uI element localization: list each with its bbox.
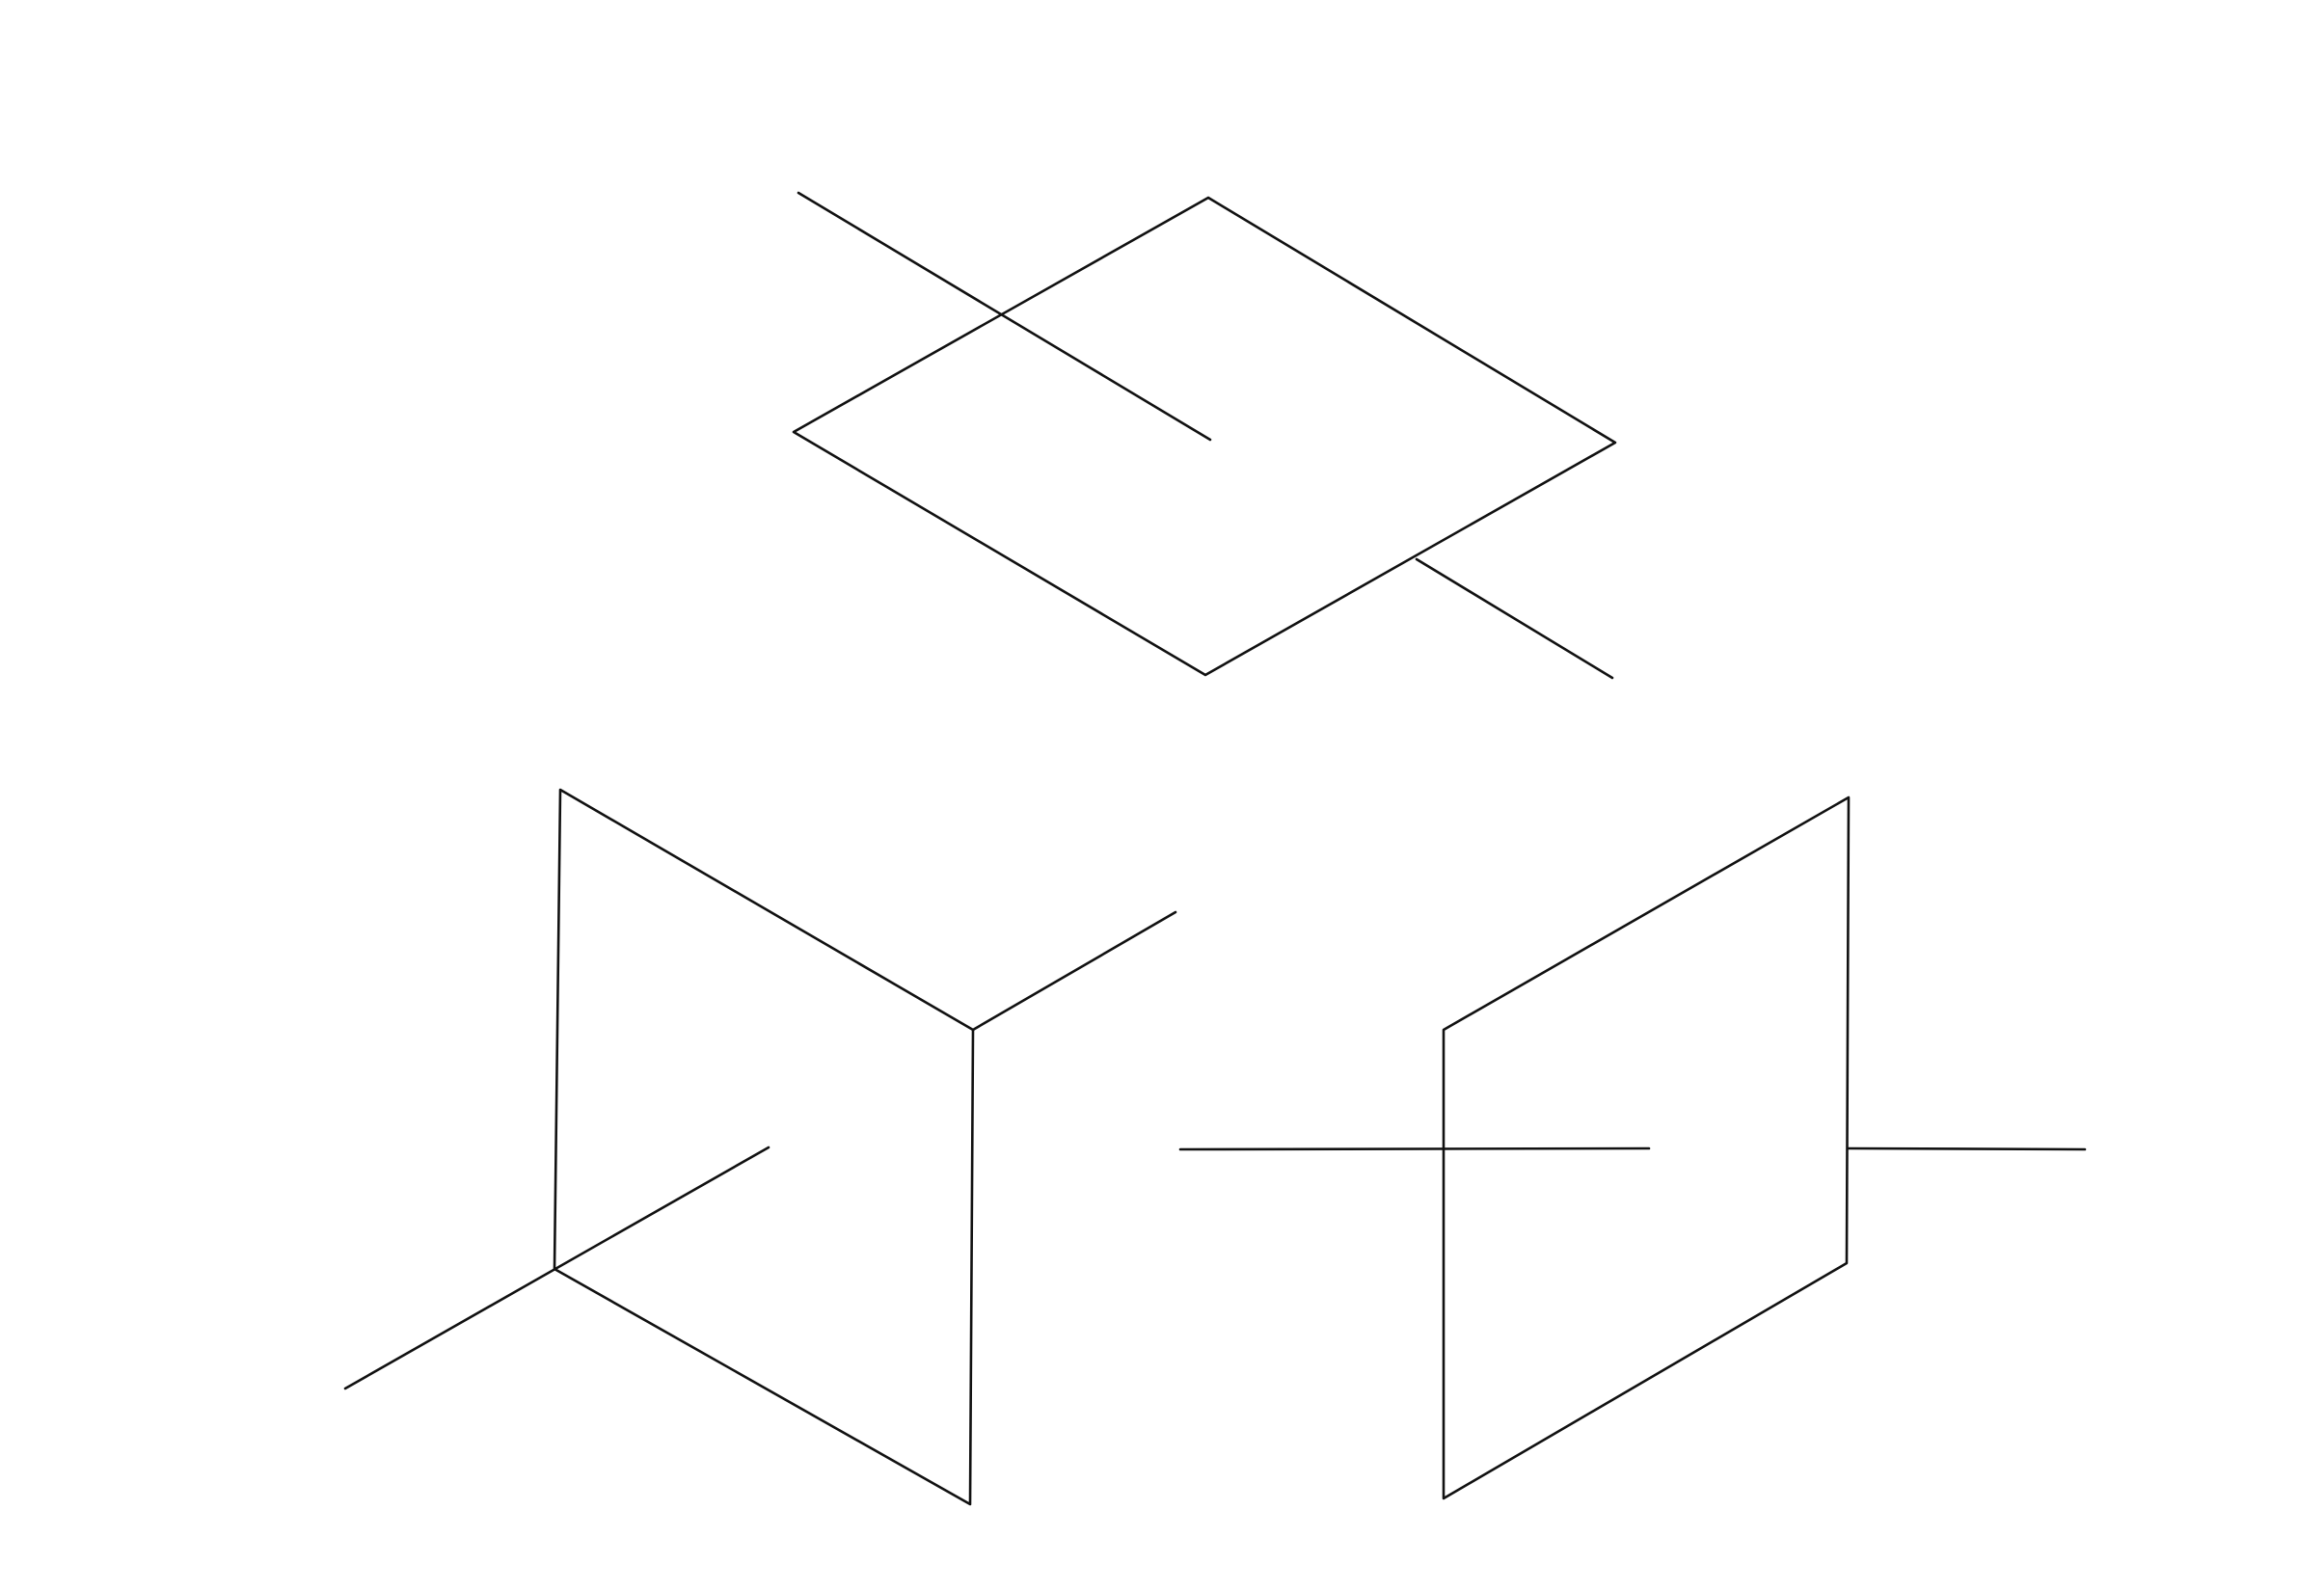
horizontal-plane-axis-upper <box>797 191 1212 442</box>
horizontal-plane-figure <box>792 191 1617 680</box>
right-plane-axis-back <box>1847 1146 2087 1151</box>
left-vertical-plane-figure <box>343 788 1177 1506</box>
right-vertical-plane-outline <box>1442 796 1851 1500</box>
right-vertical-plane-figure <box>1178 796 2087 1500</box>
horizontal-plane-axis-lower <box>1415 557 1614 680</box>
horizontal-plane-outline <box>792 196 1617 677</box>
right-plane-axis-front <box>1178 1146 1651 1151</box>
left-plane-axis-front <box>343 1146 770 1390</box>
left-vertical-plane-outline <box>553 788 975 1506</box>
left-plane-axis-back <box>971 910 1177 1032</box>
